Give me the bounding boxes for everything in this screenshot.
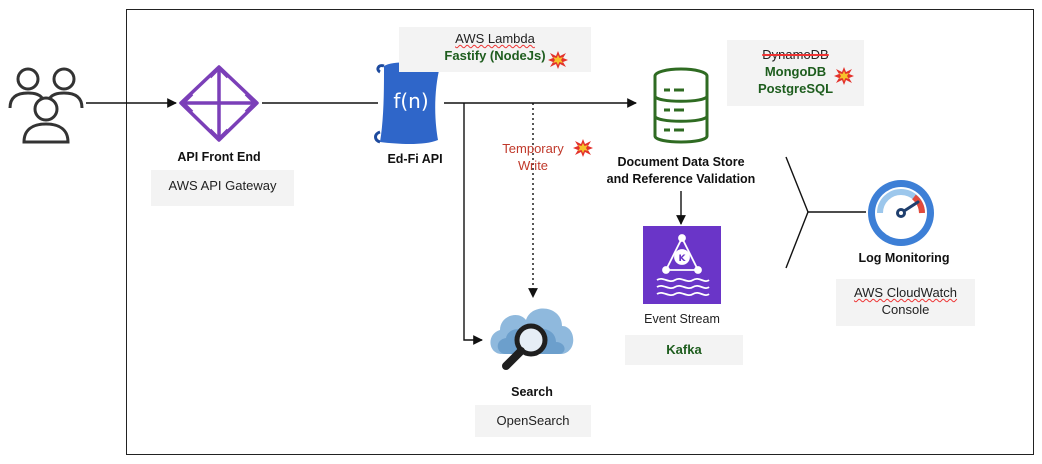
lambda-box-text: AWS Lambda Fastify (NodeJs) <box>399 30 591 64</box>
api-front-end-label: API Front End <box>177 150 261 164</box>
database-icon[interactable] <box>650 66 712 146</box>
search-cloud-icon[interactable] <box>484 296 580 376</box>
lambda-line1: AWS Lambda <box>455 31 535 46</box>
fn-glyph: f(n) <box>393 89 428 113</box>
temporary-write-line2: Write <box>517 158 549 173</box>
db-option-dynamodb: DynamoDB <box>762 47 829 62</box>
document-store-line2: and Reference Validation <box>606 172 756 186</box>
kafka-icon[interactable]: K <box>643 226 721 304</box>
cloudwatch-line1: AWS CloudWatch <box>853 285 958 300</box>
api-gateway-icon[interactable] <box>176 64 262 144</box>
db-option-postgresql: PostgreSQL <box>757 81 834 96</box>
explosion-icon <box>834 67 854 85</box>
cloudwatch-box <box>836 279 975 326</box>
document-store-label: Document Data Store and Reference Valida… <box>591 154 771 188</box>
edfi-api-label: Ed-Fi API <box>387 152 443 166</box>
log-monitoring-label: Log Monitoring <box>858 251 950 265</box>
api-gateway-service: AWS API Gateway <box>168 178 277 193</box>
log-fork-lines <box>785 156 866 269</box>
db-options-text: DynamoDB MongoDB PostgreSQL <box>727 46 864 97</box>
cloudwatch-text: AWS CloudWatch Console <box>836 284 975 318</box>
system-boundary <box>126 9 1034 455</box>
kafka-box <box>625 335 743 365</box>
lambda-to-search-arrow <box>463 103 483 345</box>
api-gateway-box <box>151 170 294 206</box>
kafka-service: Kafka <box>666 342 702 357</box>
gauge-icon[interactable] <box>866 178 936 248</box>
opensearch-box <box>475 405 591 437</box>
temporary-write-line1: Temporary <box>502 141 564 156</box>
db-option-mongodb: MongoDB <box>764 64 827 79</box>
explosion-icon <box>548 51 568 69</box>
event-stream-label: Event Stream <box>644 312 720 326</box>
svg-text:K: K <box>679 254 687 264</box>
explosion-icon <box>573 139 593 157</box>
users-icon <box>8 67 84 144</box>
search-label: Search <box>511 385 553 399</box>
opensearch-service: OpenSearch <box>496 413 570 428</box>
document-store-line1: Document Data Store <box>617 155 745 169</box>
cloudwatch-line2: Console <box>881 302 930 317</box>
lambda-scroll-icon[interactable]: f(n) <box>370 60 450 150</box>
temporary-write-label: Temporary Write <box>489 140 577 174</box>
lambda-line2: Fastify (NodeJs) <box>444 48 546 63</box>
